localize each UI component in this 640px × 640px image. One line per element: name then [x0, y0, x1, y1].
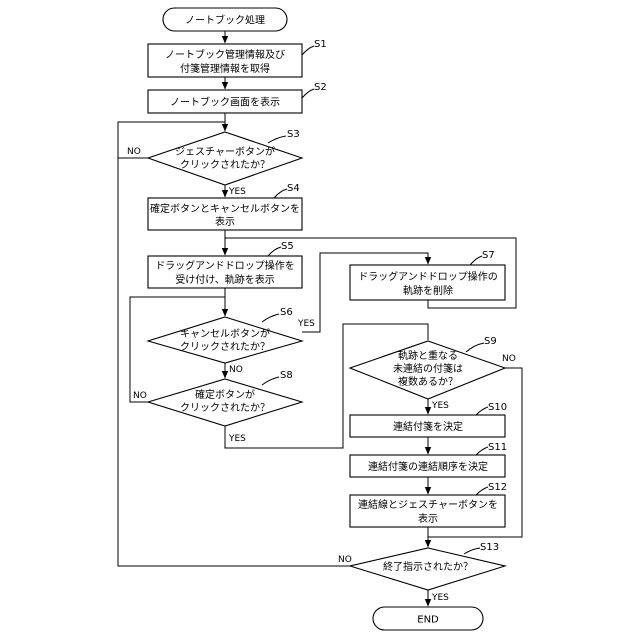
step-label-s4: S4 — [287, 183, 300, 194]
step-label-s10: S10 — [488, 402, 507, 413]
process-s11: 連結付箋の連結順序を決定 S11 — [350, 442, 507, 477]
process-s10-line-1: 連結付箋を決定 — [393, 420, 463, 433]
step-label-s8: S8 — [280, 370, 293, 381]
decision-s6-line-2: クリックされたか？ — [180, 341, 270, 353]
process-s7-line-2: 軌跡を削除 — [403, 284, 453, 297]
step-label-s9: S9 — [484, 336, 497, 347]
decision-s9: 軌跡と重なる 未連結の付箋は 複数あるか？ S9 — [350, 336, 505, 399]
process-s2: ノートブック画面を表示 S2 — [148, 82, 327, 113]
step-label-s5: S5 — [281, 241, 294, 252]
process-s4-line-2: 表示 — [215, 215, 235, 228]
s13-yes-label: YES — [431, 593, 449, 603]
process-s1-line-2: 付箋管理情報を取得 — [180, 62, 270, 75]
decision-s3-line-2: クリックされたか？ — [180, 159, 270, 171]
s13-no-label: NO — [338, 555, 352, 565]
s9-no-label: NO — [502, 354, 516, 364]
process-s1-line-1: ノートブック管理情報及び — [165, 48, 285, 61]
process-s1: ノートブック管理情報及び 付箋管理情報を取得 S1 — [148, 39, 327, 77]
decision-s9-line-3: 複数あるか？ — [398, 375, 458, 388]
start-terminal: ノートブック処理 — [163, 8, 287, 31]
s8-yes-label: YES — [228, 434, 246, 444]
decision-s13: 終了指示されたか？ S13 — [350, 542, 505, 590]
decision-s8-line-2: クリックされたか？ — [180, 402, 270, 414]
process-s12: 連結線とジェスチャーボタンを 表示 S12 — [350, 482, 507, 527]
decision-s9-line-2: 未連結の付箋は — [393, 362, 463, 375]
decision-s8: 確定ボタンが クリックされたか？ S8 — [148, 370, 302, 426]
step-label-s6: S6 — [280, 307, 293, 318]
step-label-s13: S13 — [480, 542, 499, 553]
s8-no-label: NO — [133, 391, 147, 401]
end-terminal-text: END — [417, 615, 439, 626]
process-s7-line-1: ドラッグアンドドロップ操作の — [358, 270, 498, 283]
process-s10: 連結付箋を決定 S10 — [350, 402, 507, 437]
step-label-s1: S1 — [314, 39, 327, 50]
process-s12-line-1: 連結線とジェスチャーボタンを — [358, 498, 498, 511]
s9-yes-label: YES — [431, 401, 449, 411]
process-s11-line-1: 連結付箋の連結順序を決定 — [368, 460, 488, 473]
s6-yes-label: YES — [297, 319, 315, 329]
step-label-s11: S11 — [488, 442, 507, 453]
s3-no-label: NO — [127, 147, 141, 157]
decision-s6-line-1: キャンセルボタンが — [180, 327, 270, 340]
step-label-s3: S3 — [287, 129, 300, 140]
s6-no-label: NO — [229, 365, 243, 375]
step-label-s12: S12 — [488, 482, 507, 493]
process-s4-line-1: 確定ボタンとキャンセルボタンを — [150, 202, 300, 215]
step-label-s2: S2 — [314, 82, 327, 93]
start-terminal-text: ノートブック処理 — [185, 14, 265, 27]
end-terminal: END — [373, 607, 483, 630]
step-label-s7: S7 — [482, 250, 495, 261]
process-s2-line-1: ノートブック画面を表示 — [170, 96, 280, 109]
decision-s3: ジェスチャーボタンが クリックされたか？ S3 — [148, 129, 302, 185]
decision-s9-line-1: 軌跡と重なる — [398, 349, 458, 362]
process-s5-line-1: ドラッグアンドドロップ操作を — [155, 259, 295, 272]
decision-s8-line-1: 確定ボタンが — [195, 388, 255, 401]
process-s5-line-2: 受け付け、軌跡を表示 — [175, 273, 275, 286]
decision-s3-line-1: ジェスチャーボタンが — [175, 145, 275, 158]
s3-yes-label: YES — [228, 187, 246, 197]
process-s12-line-2: 表示 — [418, 512, 438, 525]
decision-s13-line-1: 終了指示されたか？ — [383, 560, 473, 573]
